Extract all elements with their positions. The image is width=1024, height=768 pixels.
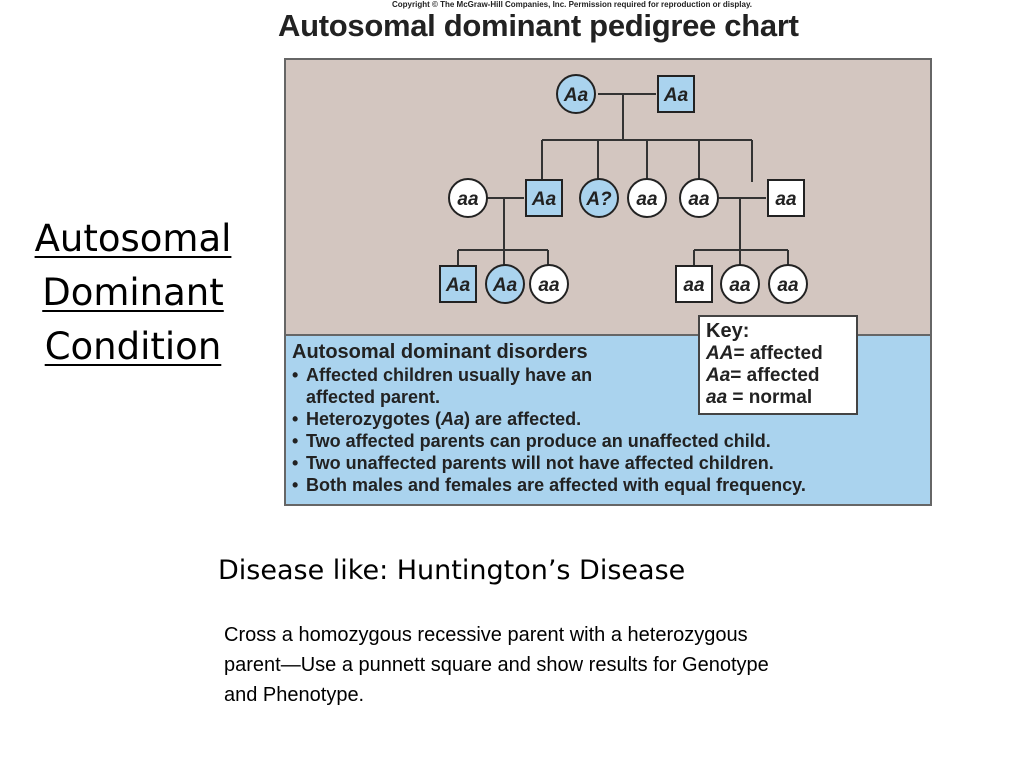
affected-male-symbol (525, 179, 563, 217)
genotype-label: aa (636, 189, 658, 210)
rule-2-genotype: Aa (441, 409, 465, 429)
key-genotype: AA (706, 343, 734, 364)
genotype-label: aa (775, 189, 797, 210)
key-meaning: = normal (727, 387, 813, 408)
bullet: • (292, 431, 299, 451)
genotype-label: Aa (531, 189, 557, 210)
key-genotype: Aa (706, 365, 731, 386)
slide-title-line-2: Dominant (42, 271, 224, 314)
genotype-label: Aa (663, 85, 689, 106)
affected-female-symbol (579, 178, 619, 218)
genotype-label: A? (585, 189, 612, 210)
normal-female-symbol (720, 264, 760, 304)
rule-2-post: ) are affected. (464, 409, 582, 429)
bullet: • (292, 453, 299, 473)
bullet: • (292, 475, 299, 495)
affected-male-symbol (439, 265, 477, 303)
normal-female-symbol (627, 178, 667, 218)
key-meaning: = affected (730, 365, 820, 386)
affected-female-symbol (485, 264, 525, 304)
key-row: AA= affected (706, 343, 850, 365)
bullet: • (292, 365, 299, 385)
slide-title-line-3: Condition (44, 325, 222, 368)
pedigree-lines (457, 93, 789, 268)
genotype-key: Key: AA= affected Aa= affected aa = norm… (698, 315, 858, 415)
rule-equal-frequency: • Both males and females are affected wit… (292, 474, 806, 496)
normal-female-symbol (679, 178, 719, 218)
figure-title: Autosomal dominant pedigree chart (278, 8, 799, 43)
genotype-label: aa (729, 275, 751, 296)
genotype-label: Aa (492, 275, 518, 296)
genotype-label: aa (777, 275, 799, 296)
key-row: Aa= affected (706, 365, 850, 387)
normal-female-symbol (529, 264, 569, 304)
rule-unaffected-parents: • Two unaffected parents will not have af… (292, 452, 806, 474)
slide-title: Autosomal Dominant Condition (18, 212, 248, 374)
disease-heading: Disease like: Huntington’s Disease (218, 555, 686, 586)
key-title: Key: (706, 320, 750, 342)
rule-3: Two affected parents can produce an unaf… (306, 431, 771, 451)
rule-5: Both males and females are affected with… (306, 475, 806, 495)
bullet: • (292, 409, 299, 429)
genotype-label: Aa (445, 275, 471, 296)
key-row: aa = normal (706, 387, 850, 409)
copyright-notice: Copyright © The McGraw-Hill Companies, I… (392, 0, 753, 9)
disorders-list: Autosomal dominant disorders • Affected c… (292, 340, 806, 496)
rule-affected-parent: • Affected children usually have an (292, 364, 806, 386)
rule-2-pre: Heterozygotes ( (306, 409, 442, 429)
affected-male-symbol (657, 75, 695, 113)
pedigree-figure: Copyright © The McGraw-Hill Companies, I… (276, 0, 940, 510)
genotype-label: aa (538, 275, 560, 296)
rule-affected-parents: • Two affected parents can produce an una… (292, 430, 806, 452)
normal-female-symbol (448, 178, 488, 218)
genotype-label: aa (683, 275, 705, 296)
genotype-label: aa (688, 189, 710, 210)
slide-title-line-1: Autosomal (34, 217, 232, 260)
key-meaning: = affected (733, 343, 823, 364)
rule-4: Two unaffected parents will not have aff… (306, 453, 774, 473)
affected-female-symbol (556, 74, 596, 114)
genotype-label: aa (457, 189, 479, 210)
rule-1-line-1: Affected children usually have an (306, 365, 593, 385)
instructions-text: Cross a homozygous recessive parent with… (224, 624, 769, 706)
normal-male-symbol (675, 265, 713, 303)
rule-1-line-2: affected parent. (306, 387, 441, 407)
disorders-title: Autosomal dominant disorders (292, 341, 588, 363)
rule-heterozygotes: • Heterozygotes (Aa) are affected. (292, 408, 806, 430)
normal-male-symbol (767, 179, 805, 217)
genotype-label: Aa (563, 85, 589, 106)
rule-affected-parent-continued: affected parent. (292, 386, 806, 408)
normal-female-symbol (768, 264, 808, 304)
key-genotype: aa (706, 387, 728, 408)
